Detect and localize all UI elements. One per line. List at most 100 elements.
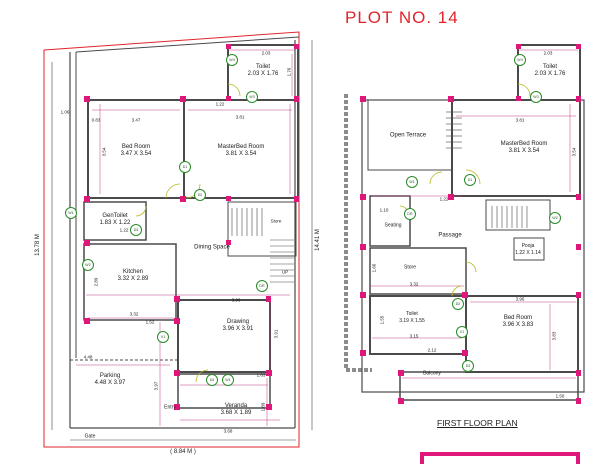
gf-dining-name: Dining Space: [194, 244, 230, 251]
ff-seating-label: Seating: [384, 222, 402, 229]
ff-dim-110: 1.10: [379, 207, 389, 213]
ff-dim-155: 1.55: [379, 315, 385, 325]
ground-doors: [135, 83, 241, 383]
ff-store-label: Store: [404, 264, 416, 271]
ground-stairs: [231, 208, 294, 283]
first-columns: [360, 44, 581, 404]
ff-dim-354: 3.54: [571, 147, 577, 157]
gf-tag-d4: D4: [206, 374, 218, 386]
gf-parking-name: Parking: [99, 373, 121, 379]
gf-dim-289: 2.89: [93, 277, 99, 287]
gf-veranda-label: Veranda 3.68 X 1.89: [221, 403, 252, 417]
ff-dim-203: 2.03: [543, 50, 553, 56]
ground-walls: [69, 36, 300, 429]
ff-toilet2-label: Toilet 3.19 X 1.55: [399, 311, 425, 325]
gf-total-width-dim: ( 8.84 M ): [170, 449, 196, 455]
ff-dim-383: 3.83: [551, 331, 557, 341]
gf-entry-label: Entry: [164, 404, 176, 411]
ff-toilet-label: Toilet 2.03 X 1.76: [535, 64, 566, 78]
gf-veranda-size: 3.68 X 1.89: [220, 410, 252, 416]
ff-tag-v: V1: [456, 326, 468, 338]
gf-veranda-name: Veranda: [224, 403, 248, 409]
ff-balcony-label: Balcony: [423, 370, 441, 377]
gf-tag-dr: DR: [256, 280, 268, 292]
gf-tag-d1: D1: [179, 161, 191, 173]
ff-tag-d1: D1: [464, 174, 476, 186]
gf-drawing-name: Drawing: [226, 319, 250, 325]
ground-dim-lines: [76, 49, 296, 426]
gf-drawing-label: Drawing 3.96 X 3.91: [223, 319, 254, 333]
first-floor-plan-caption: FIRST FLOOR PLAN: [437, 418, 518, 428]
ff-dim-122: 1.22: [439, 196, 449, 202]
gf-tag-d3: D3: [130, 224, 142, 236]
gf-master-name: MasterBed Room: [217, 144, 265, 150]
ff-tag-d3: D3: [462, 360, 474, 372]
gf-master-label: MasterBed Room 3.81 X 3.54: [218, 144, 265, 158]
ff-toilet2-size: 3.19 X 1.55: [399, 318, 425, 324]
gf-gentoilet-size: 1.83 X 1.22: [99, 220, 131, 226]
ff-toilet-size: 2.03 X 1.76: [534, 71, 566, 77]
gf-toilet-label: Toilet 2.03 X 1.76: [248, 64, 279, 78]
gf-kitchen-name: Kitchen: [122, 269, 144, 275]
ff-tag-w2: W2: [549, 212, 561, 224]
first-dim-lines: [370, 49, 578, 379]
ff-master-name: MasterBed Room: [500, 141, 548, 147]
gf-right-depth-dim: 14.41 M: [315, 229, 321, 251]
ff-dim-381: 3.81: [515, 117, 525, 123]
ff-bedroom-size: 3.96 X 3.83: [502, 322, 534, 328]
ff-dim-396: 3.96: [515, 296, 525, 302]
ff-dim-315: 3.15: [409, 333, 419, 339]
gf-tag-w4: W4: [226, 54, 238, 66]
gf-toilet-name: Toilet: [255, 64, 271, 70]
ff-master-size: 3.81 X 3.54: [508, 148, 540, 154]
ff-pooja-name: Pooja: [521, 243, 535, 249]
gf-dim-396: 3.96: [231, 297, 241, 303]
ff-tag-dr: DR: [404, 208, 416, 220]
gf-bedroom-label: Bed Room 3.47 X 3.54: [121, 144, 152, 158]
gf-left-depth-dim: 13.78 M: [35, 234, 41, 256]
gf-dim-332: 3.32: [129, 311, 139, 317]
gf-master-size: 3.81 X 3.54: [225, 151, 257, 157]
gf-dining-label: Dining Space: [194, 245, 230, 252]
gf-dim-354: 3.54: [101, 147, 107, 157]
gf-dim-176: 1.76: [286, 67, 292, 77]
ff-passage-label: Passage: [438, 232, 462, 239]
gf-store-label: Store: [270, 218, 282, 224]
ff-pooja-size: 1.22 X 1.14: [515, 250, 541, 256]
gf-dim-397: 3.97: [153, 381, 159, 391]
ff-pooja-label: Pooja 1.22 X 1.14: [515, 243, 541, 257]
gf-dim-083: 0.83: [91, 117, 101, 123]
gf-tag-v: V1: [157, 331, 169, 343]
gf-tag-w1b: W1: [222, 374, 234, 386]
ground-columns: [84, 44, 299, 410]
gf-dim-368: 3.68: [223, 428, 233, 434]
gf-dim-381: 3.81: [235, 114, 245, 120]
ff-tag-w3: W3: [530, 91, 542, 103]
ff-dim-332: 3.32: [409, 281, 419, 287]
ff-bedroom-label: Bed Room 3.96 X 3.83: [503, 315, 534, 329]
legend-bar: [420, 452, 580, 464]
gf-dim-183: 1.83: [256, 372, 266, 378]
gf-dim-122b: 1.22: [119, 227, 129, 233]
first-roof-outline: [344, 94, 372, 372]
gf-parking-size: 4.48 X 3.97: [94, 380, 126, 386]
gf-dim-189: 1.89: [260, 402, 266, 412]
plot-outline: [43, 31, 300, 448]
gf-tag-d1b: D2: [194, 189, 206, 201]
gf-kitchen-size: 3.32 X 2.89: [117, 276, 149, 282]
gf-kitchen-label: Kitchen 3.32 X 2.89: [118, 269, 149, 283]
gf-gate-label: Gate: [84, 433, 96, 440]
gf-dim-347: 3.47: [131, 117, 141, 123]
gf-tag-w1: W1: [65, 207, 77, 219]
gf-tag-w4b: W3: [246, 91, 258, 103]
gf-dim-203: 2.03: [261, 50, 271, 56]
ff-toilet2-name: Toilet: [406, 311, 418, 317]
gf-up-label: UP: [281, 269, 289, 275]
ff-tag-w4: W4: [514, 54, 526, 66]
gf-dim-391: 3.91: [273, 329, 279, 339]
gf-gentoilet-label: GenToilet 1.83 X 1.22: [100, 213, 131, 227]
ff-master-label: MasterBed Room 3.81 X 3.54: [501, 141, 548, 155]
gf-bedroom-name: Bed Room: [121, 144, 151, 150]
gf-dim-122: 1.22: [215, 101, 225, 107]
